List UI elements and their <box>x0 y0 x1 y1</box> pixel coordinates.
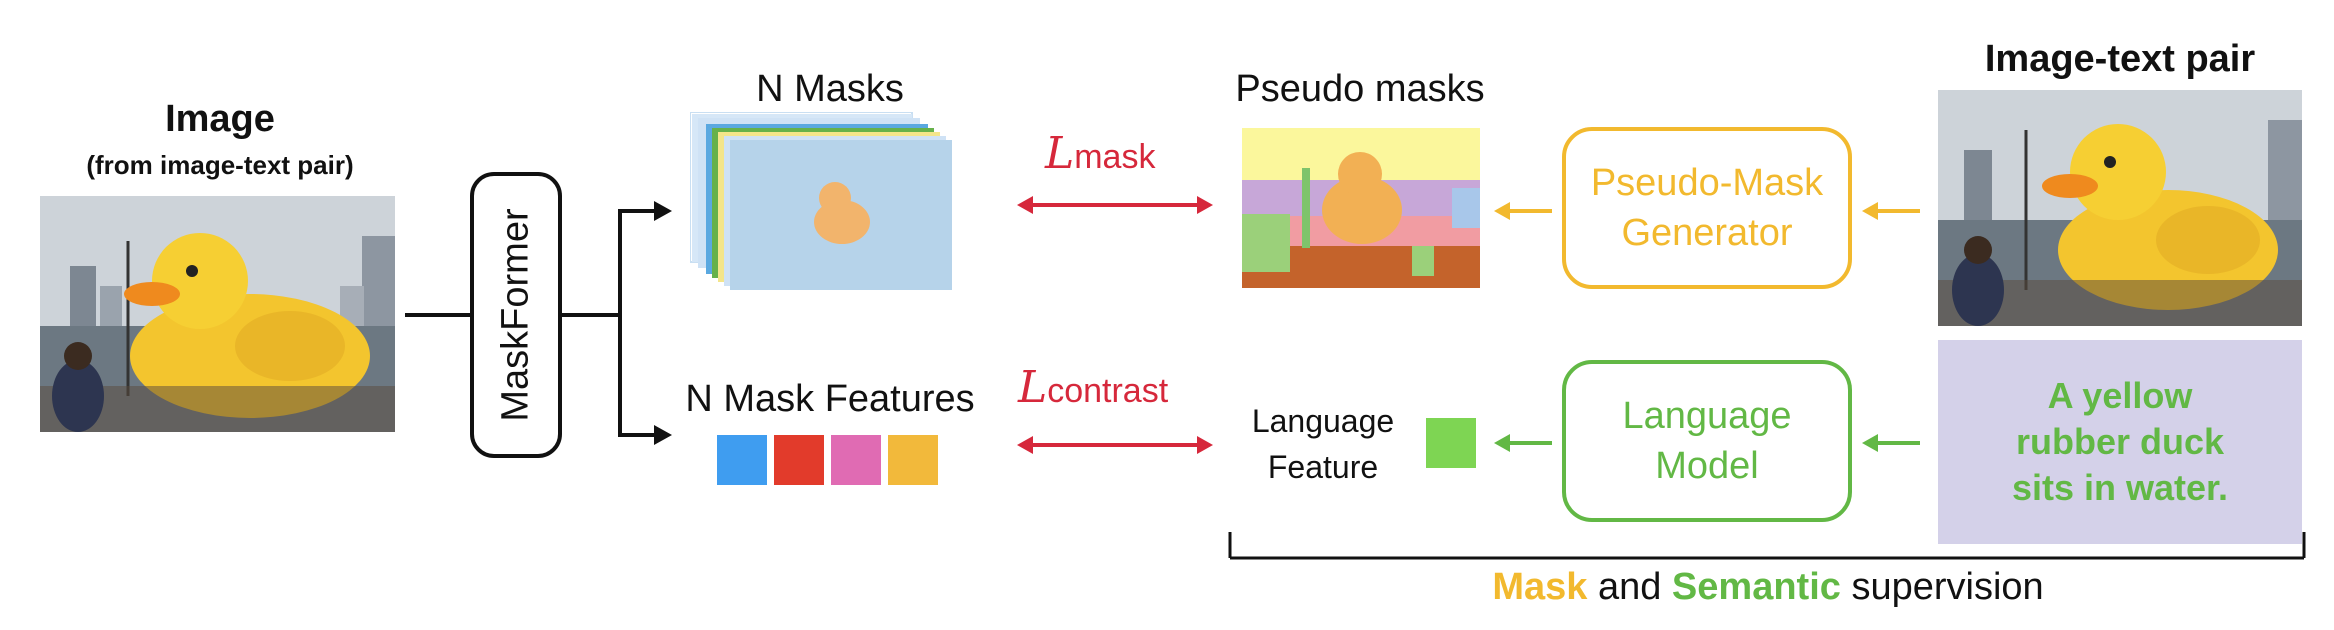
pair-text-line2: rubber duck <box>2015 421 2225 462</box>
caption-semantic-word: Semantic <box>1671 566 1841 608</box>
mask-feature-square-3 <box>831 435 881 485</box>
pair-text-line1: A yellow <box>2047 375 2193 416</box>
maskformer-label: MaskFormer <box>494 208 537 422</box>
supervision-caption: Mask and Semantic supervision <box>1228 566 2308 609</box>
image-to-maskformer-line <box>405 313 470 317</box>
loss-mask-double-arrow <box>1017 196 1213 214</box>
language-model-line1: Language <box>1622 395 1792 437</box>
supervision-bracket <box>1228 532 2306 560</box>
pseudo-mask-generator-line1: Pseudo-Mask <box>1590 162 1824 204</box>
caption-mask-word: Mask <box>1492 566 1588 608</box>
pseudo-mask-image <box>1242 128 1480 288</box>
mask-feature-square-4 <box>888 435 938 485</box>
model-to-feature-arrow <box>1494 434 1552 452</box>
pseudo-mask-generator-line2: Generator <box>1621 212 1793 254</box>
loss-mask-symbol: L <box>1045 128 1075 179</box>
mask-feature-square-1 <box>717 435 767 485</box>
maskformer-block: MaskFormer <box>470 172 562 458</box>
input-image <box>40 196 395 432</box>
image-subtitle: (from image-text pair) <box>86 150 354 180</box>
pair-image-to-generator-arrow <box>1862 202 1920 220</box>
image-title: Image <box>165 98 275 140</box>
caption-suffix: supervision <box>1851 566 2044 608</box>
loss-contrast-double-arrow <box>1017 436 1213 454</box>
pair-text-line3: sits in water. <box>2011 467 2229 508</box>
pair-image <box>1938 90 2302 326</box>
caption-and-word: and <box>1597 566 1662 608</box>
pseudo-mask-generator-box: Pseudo-Mask Generator <box>1562 127 1852 289</box>
language-feature-line1: Language <box>1251 403 1395 439</box>
language-feature-square <box>1426 418 1476 468</box>
pair-text-to-model-arrow <box>1862 434 1920 452</box>
n-masks-label: N Masks <box>756 68 904 110</box>
loss-contrast-symbol: L <box>1018 362 1048 413</box>
loss-mask-label: Lmask <box>1045 128 1155 179</box>
language-model-box: Language Model <box>1562 360 1852 522</box>
pseudo-masks-label: Pseudo masks <box>1235 68 1485 110</box>
loss-contrast-label: Lcontrast <box>1018 362 1168 413</box>
generator-to-pseudo-arrow <box>1494 202 1552 220</box>
language-feature-line2: Feature <box>1267 449 1379 485</box>
maskformer-branch-arrows <box>562 201 672 445</box>
n-masks-stack <box>690 112 952 290</box>
pair-duck-photo-illustration <box>1938 90 2302 326</box>
n-mask-features-label: N Mask Features <box>685 378 975 420</box>
language-feature-label: Language Feature <box>1228 398 1418 490</box>
loss-mask-subscript: mask <box>1074 138 1156 176</box>
language-model-line2: Model <box>1655 445 1759 487</box>
duck-photo-illustration <box>40 196 395 432</box>
mask-feature-square-2 <box>774 435 824 485</box>
loss-contrast-subscript: contrast <box>1047 372 1169 410</box>
pair-text-panel: A yellow rubber duck sits in water. <box>1938 340 2302 544</box>
image-text-pair-title: Image-text pair <box>1984 38 2256 80</box>
